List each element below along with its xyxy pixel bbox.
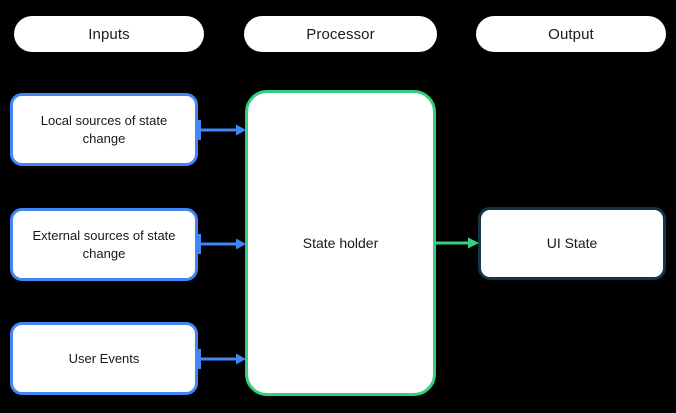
node-user-events[interactable]: User Events [10, 322, 198, 395]
connector-local-to-state-holder [198, 118, 248, 142]
connector-events-to-state-holder [198, 347, 248, 371]
column-header-processor-label: Processor [306, 25, 375, 43]
node-state-holder[interactable]: State holder [245, 90, 436, 396]
column-header-inputs-label: Inputs [88, 25, 130, 43]
node-external-sources[interactable]: External sources of state change [10, 208, 198, 281]
node-local-sources-label: Local sources of state change [40, 112, 168, 146]
column-header-processor: Processor [244, 16, 437, 52]
node-ui-state[interactable]: UI State [478, 207, 666, 280]
column-header-inputs: Inputs [14, 16, 204, 52]
node-ui-state-label: UI State [546, 235, 598, 252]
node-local-sources[interactable]: Local sources of state change [10, 93, 198, 166]
node-external-sources-label: External sources of state change [32, 227, 176, 261]
connector-state-holder-to-ui-state [434, 231, 482, 255]
column-header-output: Output [476, 16, 666, 52]
connector-external-to-state-holder [198, 232, 248, 256]
node-user-events-label: User Events [68, 350, 140, 366]
column-header-output-label: Output [548, 25, 594, 43]
node-state-holder-label: State holder [302, 234, 379, 251]
